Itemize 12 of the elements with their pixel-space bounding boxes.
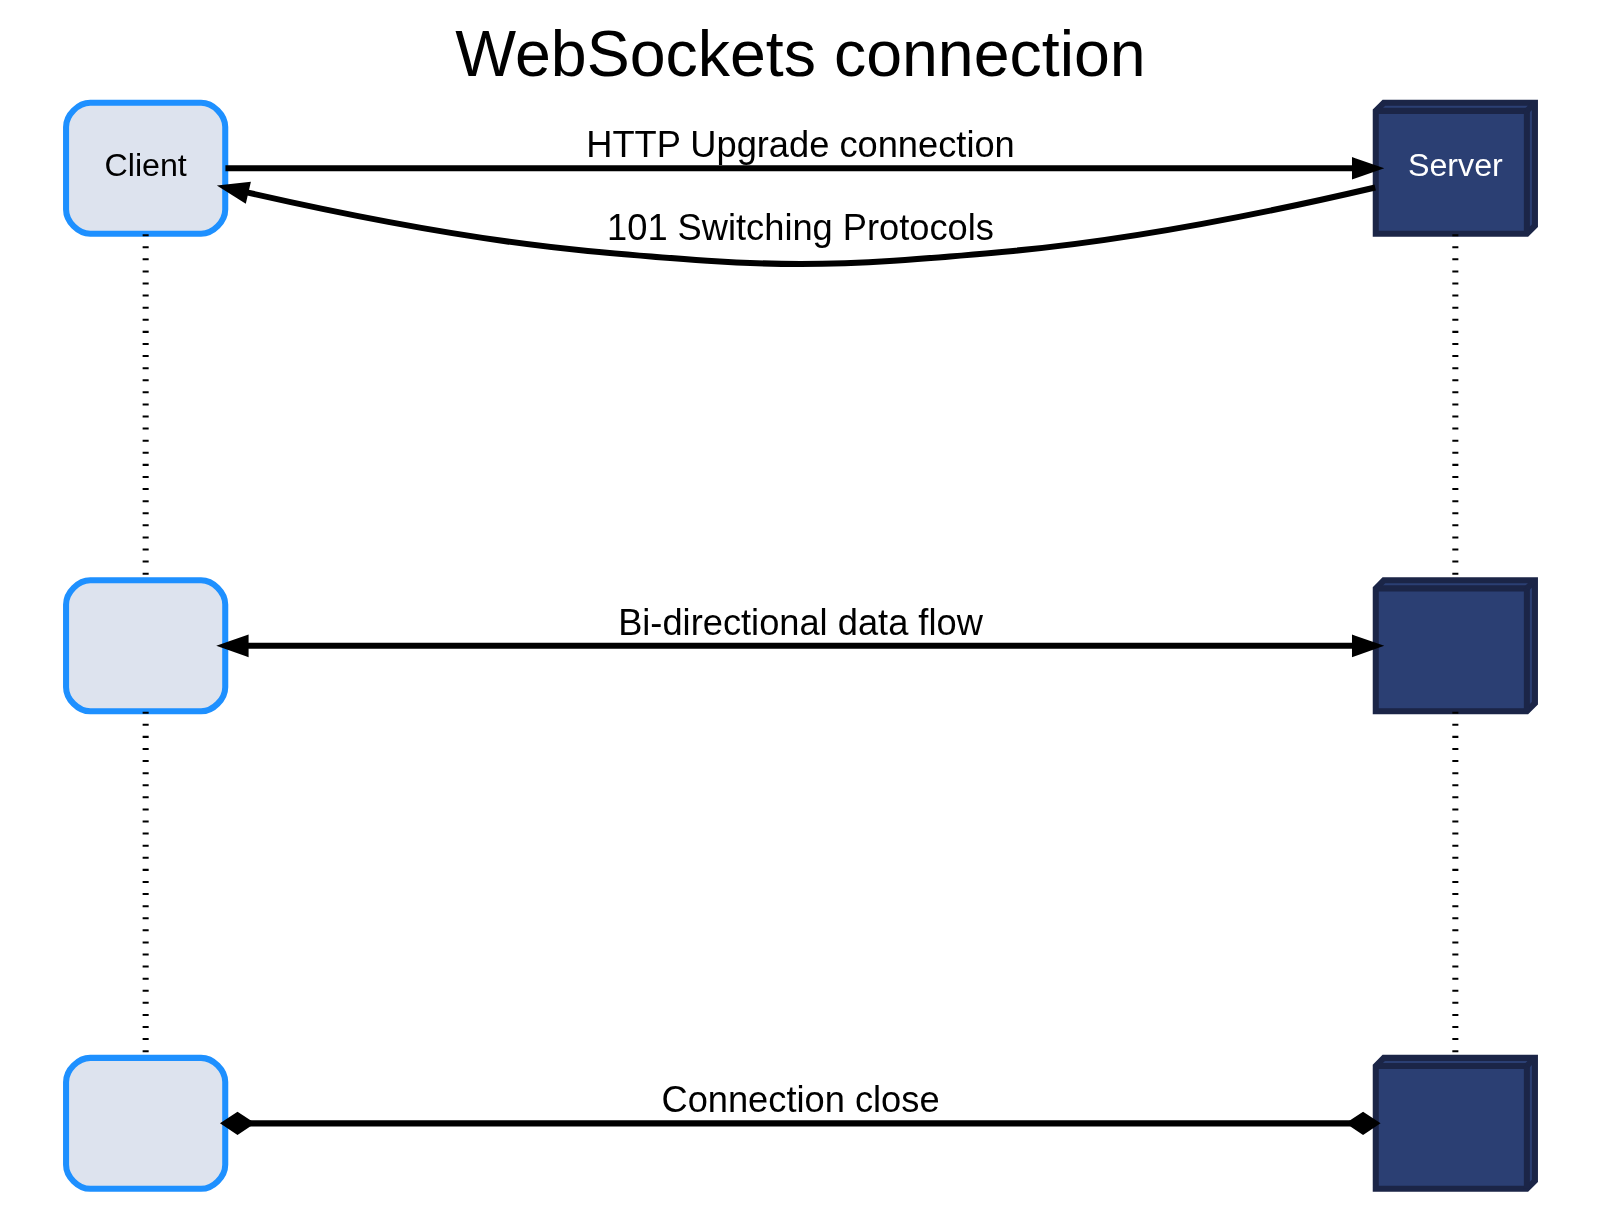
node-box: [62, 577, 228, 715]
edge-label: Bi-directional data flow: [617, 601, 983, 643]
node-box: Client: [62, 99, 228, 237]
node-box: [62, 1054, 228, 1192]
arrow: [216, 181, 1376, 267]
arrow: [215, 634, 1384, 658]
diagram-title: WebSockets connection: [454, 17, 1146, 90]
edge-label: HTTP Upgrade connection: [585, 124, 1015, 165]
edge-label: Connection close: [660, 1079, 940, 1121]
arrow: [224, 156, 1384, 180]
connector: [219, 1111, 1381, 1136]
edge-label: 101 Switching Protocols: [606, 206, 994, 248]
